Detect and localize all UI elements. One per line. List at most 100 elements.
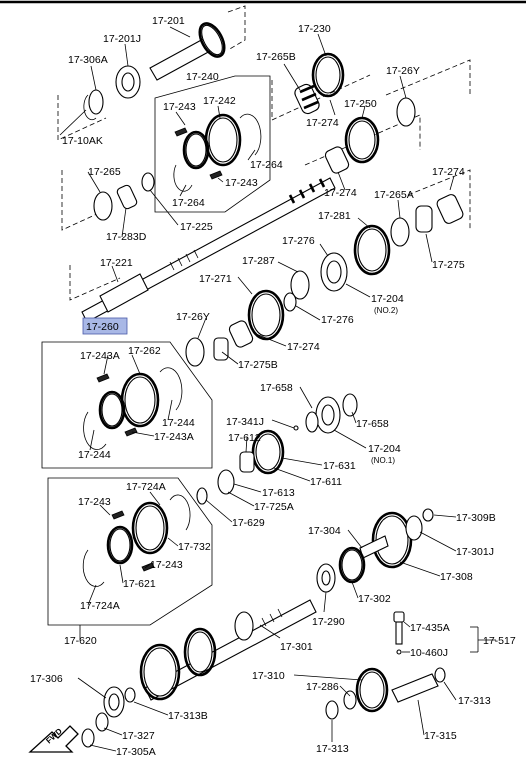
label-17-732: 17-732 bbox=[178, 541, 211, 553]
label-17-313-right: 17-313 bbox=[458, 695, 491, 707]
label-17-725A: 17-725A bbox=[254, 501, 294, 513]
gear-17-308 bbox=[359, 511, 413, 569]
label-17-275: 17-275 bbox=[432, 259, 465, 271]
label-17-204-top: 17-204 bbox=[371, 293, 404, 305]
bolt-17-517 bbox=[393, 611, 405, 655]
bearing-17-290 bbox=[316, 563, 336, 593]
gear-17-310 bbox=[343, 667, 389, 713]
label-17-243-low: 17-243 bbox=[78, 496, 111, 508]
synchro-17-620 bbox=[82, 494, 191, 587]
bearing-17-201J bbox=[115, 65, 141, 99]
bearing-17-283D bbox=[116, 184, 138, 210]
ring-17-313-right bbox=[434, 667, 446, 683]
mainshaft-17-221 bbox=[81, 177, 336, 323]
ring-17-26Y-top bbox=[396, 97, 416, 127]
gear-17-230 bbox=[311, 52, 345, 98]
synchro-17-240 bbox=[173, 113, 262, 192]
label-17-201: 17-201 bbox=[152, 15, 185, 27]
label-17-517: 17-517 bbox=[483, 635, 516, 647]
label-17-264-bottom: 17-264 bbox=[172, 197, 205, 209]
snap-17-10AK bbox=[83, 94, 97, 121]
shaft-17-315 bbox=[391, 673, 439, 703]
label-17-264-right: 17-264 bbox=[250, 159, 283, 171]
ring-17-306A bbox=[88, 89, 104, 115]
label-10-460J: 10-460J bbox=[410, 647, 448, 659]
label-17-658-top: 17-658 bbox=[260, 382, 293, 394]
shaft-17-201 bbox=[149, 22, 226, 81]
label-17-250: 17-250 bbox=[344, 98, 377, 110]
ring-17-658-right bbox=[342, 393, 358, 417]
label-17-313B: 17-313B bbox=[168, 710, 208, 722]
part-labels: 17-201 17-201J 17-306A 17-10AK 17-240 17… bbox=[30, 15, 516, 758]
label-17-341J: 17-341J bbox=[226, 416, 264, 428]
label-17-612: 17-612 bbox=[228, 432, 261, 444]
gear-17-611 bbox=[251, 429, 285, 475]
label-17-265A: 17-265A bbox=[374, 189, 414, 201]
label-17-305A: 17-305A bbox=[116, 746, 156, 758]
label-17-204-bottom-note: (NO.1) bbox=[371, 456, 395, 465]
bearing-17-274-mid bbox=[324, 146, 350, 174]
label-17-274-lower: 17-274 bbox=[287, 341, 320, 353]
label-17-631: 17-631 bbox=[323, 460, 356, 472]
label-17-283D: 17-283D bbox=[106, 231, 147, 243]
ball-17-341J bbox=[293, 425, 299, 431]
label-17-310: 17-310 bbox=[252, 670, 285, 682]
frame-17-260 bbox=[41, 341, 213, 469]
label-17-724A-bottom: 17-724A bbox=[80, 600, 120, 612]
label-17-301J: 17-301J bbox=[456, 546, 494, 558]
parts-art bbox=[28, 22, 464, 753]
label-17-271: 17-271 bbox=[199, 273, 232, 285]
label-17-287: 17-287 bbox=[242, 255, 275, 267]
ring-17-327 bbox=[95, 712, 109, 732]
ring-17-313B bbox=[124, 687, 136, 703]
bearing-17-301J bbox=[405, 515, 423, 541]
label-17-620: 17-620 bbox=[64, 635, 97, 647]
frame-17-240 bbox=[154, 75, 271, 213]
label-17-26Y-mid: 17-26Y bbox=[176, 311, 210, 323]
label-17-243A-bottom: 17-243A bbox=[154, 431, 194, 443]
ring-17-613 bbox=[217, 469, 235, 495]
bearing-17-274-right bbox=[436, 194, 464, 224]
bearing-17-204-no2 bbox=[320, 252, 348, 292]
leader-lines bbox=[59, 26, 496, 752]
label-17-304: 17-304 bbox=[308, 525, 341, 537]
label-17-281: 17-281 bbox=[318, 210, 351, 222]
ring-17-225 bbox=[141, 172, 155, 192]
label-17-290: 17-290 bbox=[312, 616, 345, 628]
label-17-230: 17-230 bbox=[298, 23, 331, 35]
assembly-frames bbox=[57, 5, 471, 301]
label-17-204-bottom: 17-204 bbox=[368, 443, 401, 455]
label-17-265B: 17-265B bbox=[256, 51, 296, 63]
highlight-17-260 bbox=[82, 317, 128, 335]
ring-17-265 bbox=[93, 191, 113, 221]
label-17-244-bottom: 17-244 bbox=[78, 449, 111, 461]
bearing-17-274-lower bbox=[228, 320, 254, 348]
gear-17-281 bbox=[353, 224, 391, 276]
ring-17-313-bottom bbox=[325, 700, 339, 720]
frame-17-620 bbox=[47, 477, 213, 626]
ring-17-629 bbox=[196, 487, 208, 505]
label-17-10AK: 17-10AK bbox=[62, 135, 103, 147]
label-17-201J: 17-201J bbox=[103, 33, 141, 45]
label-17-611: 17-611 bbox=[310, 476, 342, 488]
label-17-240: 17-240 bbox=[186, 71, 219, 83]
ring-17-26Y-mid bbox=[185, 337, 205, 367]
label-17-242: 17-242 bbox=[203, 95, 236, 107]
label-17-221: 17-221 bbox=[100, 257, 133, 269]
label-17-301: 17-301 bbox=[280, 641, 313, 653]
ring-17-305A bbox=[81, 728, 95, 748]
label-17-658-right: 17-658 bbox=[356, 418, 389, 430]
label-17-613: 17-613 bbox=[262, 487, 295, 499]
sleeve-17-275B bbox=[213, 337, 229, 361]
label-17-306-bottom: 17-306 bbox=[30, 673, 63, 685]
gear-17-271 bbox=[247, 289, 285, 341]
label-17-274-mid: 17-274 bbox=[324, 187, 357, 199]
label-17-26Y-top: 17-26Y bbox=[386, 65, 420, 77]
label-17-629: 17-629 bbox=[232, 517, 265, 529]
label-17-309B: 17-309B bbox=[456, 512, 496, 524]
bearing-17-306-bottom bbox=[103, 686, 125, 718]
fwd-arrow-icon bbox=[28, 725, 79, 753]
label-17-262: 17-262 bbox=[128, 345, 161, 357]
ring-17-658-top bbox=[305, 411, 319, 433]
label-17-306A: 17-306A bbox=[68, 54, 108, 66]
